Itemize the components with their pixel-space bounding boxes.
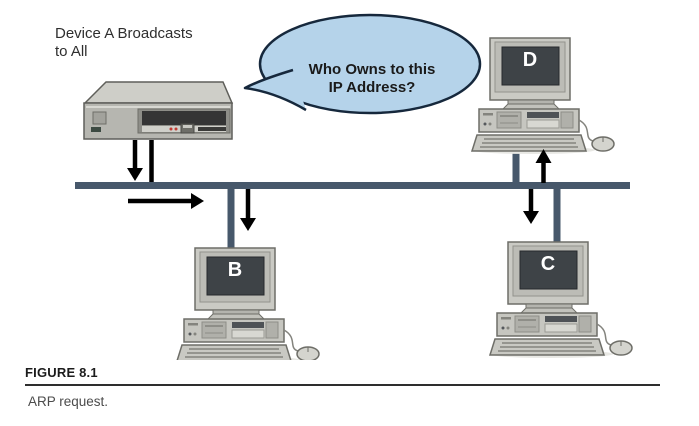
arrow-a-to-bus bbox=[127, 140, 143, 181]
arrow-bus-to-c bbox=[523, 189, 539, 224]
arrow-bus-to-d bbox=[535, 149, 552, 183]
computer-c: C bbox=[488, 241, 633, 359]
computer-b: B bbox=[175, 247, 320, 360]
annotation-line1: Device A Broadcasts bbox=[55, 25, 193, 42]
computer-d: D bbox=[470, 37, 615, 155]
annotation-device-a: Device A Broadcasts to All bbox=[55, 25, 193, 60]
screen-letter-c: C bbox=[541, 253, 555, 275]
arp-request-diagram: B C D bbox=[55, 13, 633, 360]
screen-letter-b: B bbox=[228, 259, 242, 281]
figure-caption: FIGURE 8.1 ARP request. bbox=[0, 360, 699, 409]
screen-letter-d: D bbox=[523, 49, 537, 71]
figure-number: FIGURE 8.1 bbox=[25, 365, 98, 380]
speech-bubble-line2: IP Address? bbox=[329, 79, 416, 96]
diagram-canvas: B C D bbox=[55, 13, 633, 360]
figure-title: ARP request. bbox=[28, 394, 109, 409]
caption-rule bbox=[25, 384, 660, 386]
speech-bubble-line1: Who Owns to this bbox=[309, 61, 436, 78]
arrow-bus-to-b bbox=[240, 189, 256, 231]
arrow-along-bus-right bbox=[128, 193, 204, 209]
device-a bbox=[83, 81, 234, 140]
annotation-line2: to All bbox=[55, 43, 88, 60]
speech-bubble: Who Owns to this IP Address? bbox=[243, 13, 482, 115]
